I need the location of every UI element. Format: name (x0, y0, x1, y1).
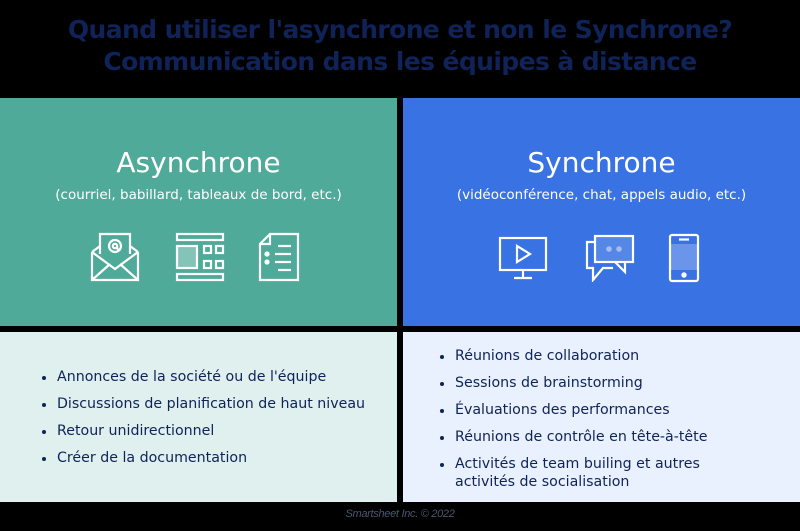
page-title: Quand utiliser l'asynchrone et non le Sy… (0, 14, 800, 78)
sync-subtitle: (vidéoconférence, chat, appels audio, et… (456, 187, 747, 203)
sync-title: Synchrone (527, 146, 676, 179)
footer-credit: Smartsheet Inc. © 2022 (345, 508, 455, 520)
list-item: Sessions de brainstorming (440, 374, 730, 392)
sync-icon-row (403, 232, 800, 284)
sync-header-panel: Synchrone (vidéoconférence, chat, appels… (403, 98, 800, 326)
list-item: Activités de team builing et autres acti… (440, 455, 730, 491)
async-header-panel: Asynchrone (courriel, babillard, tableau… (0, 98, 397, 326)
email-icon (90, 232, 140, 282)
document-list-icon (258, 232, 300, 282)
async-icon-row (0, 232, 397, 284)
smartphone-icon (668, 233, 700, 283)
async-use-cases: Annonces de la société ou de l'équipe Di… (42, 368, 365, 476)
list-item: Réunions de collaboration (440, 347, 730, 365)
list-item: Retour unidirectionnel (42, 422, 365, 440)
async-subtitle: (courriel, babillard, tableaux de bord, … (55, 187, 342, 203)
list-item: Discussions de planification de haut niv… (42, 395, 365, 413)
dashboard-icon (175, 232, 225, 282)
list-item: Créer de la documentation (42, 449, 365, 467)
chat-bubbles-icon (585, 234, 635, 282)
title-line-1: Quand utiliser l'asynchrone et non le Sy… (67, 15, 733, 44)
sync-list-panel: Réunions de collaboration Sessions de br… (403, 332, 800, 502)
list-item: Réunions de contrôle en tête-à-tête (440, 428, 730, 446)
title-line-2: Communication dans les équipes à distanc… (103, 47, 697, 76)
video-monitor-icon (498, 236, 548, 282)
list-item: Évaluations des performances (440, 401, 730, 419)
async-title: Asynchrone (116, 146, 281, 179)
sync-use-cases: Réunions de collaboration Sessions de br… (440, 347, 730, 500)
async-list-panel: Annonces de la société ou de l'équipe Di… (0, 332, 397, 502)
list-item: Annonces de la société ou de l'équipe (42, 368, 365, 386)
